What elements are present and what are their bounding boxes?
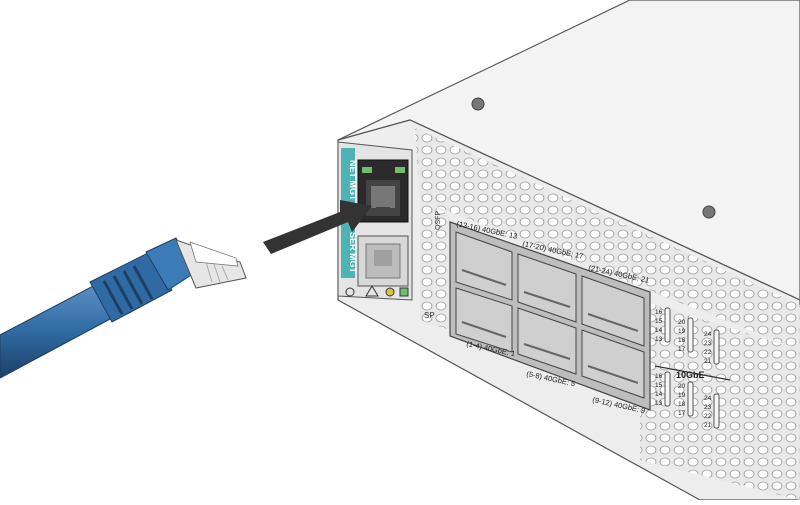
port-number: 22 (704, 413, 712, 420)
sp-label: SP (424, 311, 435, 320)
locate-icon (385, 287, 395, 297)
status-icons (345, 285, 409, 297)
port-number: 14 (655, 391, 663, 398)
tengbe-leds (664, 307, 720, 429)
ser-mgt-label: SER MGT (348, 232, 358, 274)
port-number: 20 (678, 319, 686, 326)
port-number: 17 (678, 410, 686, 417)
qsfp-label: QSFP (435, 211, 442, 230)
qsfp-port-block (449, 221, 651, 411)
port-number: 23 (704, 404, 712, 411)
port-number: 16 (655, 373, 663, 380)
qsfp-port[interactable] (581, 329, 645, 399)
warning-icon (365, 285, 379, 297)
tengbe-port-numbers: 16 15 14 13 20 19 18 17 24 23 22 21 16 1… (655, 309, 712, 429)
tengbe-label: 10GbE (676, 370, 705, 380)
net-mgt-port[interactable] (357, 159, 409, 223)
screw-icon (471, 97, 485, 111)
port-number: 18 (678, 337, 686, 344)
net-mgt-label: NET MGT (348, 160, 358, 201)
port-number: 24 (704, 395, 712, 402)
port-number: 14 (655, 327, 663, 334)
port-number: 24 (704, 331, 712, 338)
screw-icon (702, 205, 716, 219)
vent-grille-side (420, 200, 450, 330)
port-number: 20 (678, 383, 686, 390)
ser-mgt-port[interactable] (357, 235, 409, 287)
port-number: 21 (704, 422, 712, 429)
port-number: 15 (655, 318, 663, 325)
cable-boot (89, 251, 173, 323)
port-number: 17 (678, 346, 686, 353)
port-number: 23 (704, 340, 712, 347)
ok-icon (399, 287, 409, 297)
port-number: 15 (655, 382, 663, 389)
port-number: 16 (655, 309, 663, 316)
cable-wire (0, 284, 113, 379)
qsfp-port[interactable] (455, 287, 513, 353)
port-number: 19 (678, 392, 686, 399)
port-number: 22 (704, 349, 712, 356)
port-number: 21 (704, 358, 712, 365)
port-number: 13 (655, 336, 663, 343)
power-icon (345, 287, 355, 297)
ethernet-cable[interactable] (0, 237, 247, 379)
qsfp-port[interactable] (517, 307, 577, 375)
insert-arrow-icon (263, 200, 372, 254)
vent-grille-upper (415, 128, 800, 350)
port-number: 19 (678, 328, 686, 335)
port-number: 18 (678, 401, 686, 408)
tengbe-divider (654, 365, 731, 381)
port-number: 13 (655, 400, 663, 407)
vent-grille-lower (640, 300, 800, 500)
management-panel: NET MGT SER MGT SP QSFP (337, 141, 442, 320)
